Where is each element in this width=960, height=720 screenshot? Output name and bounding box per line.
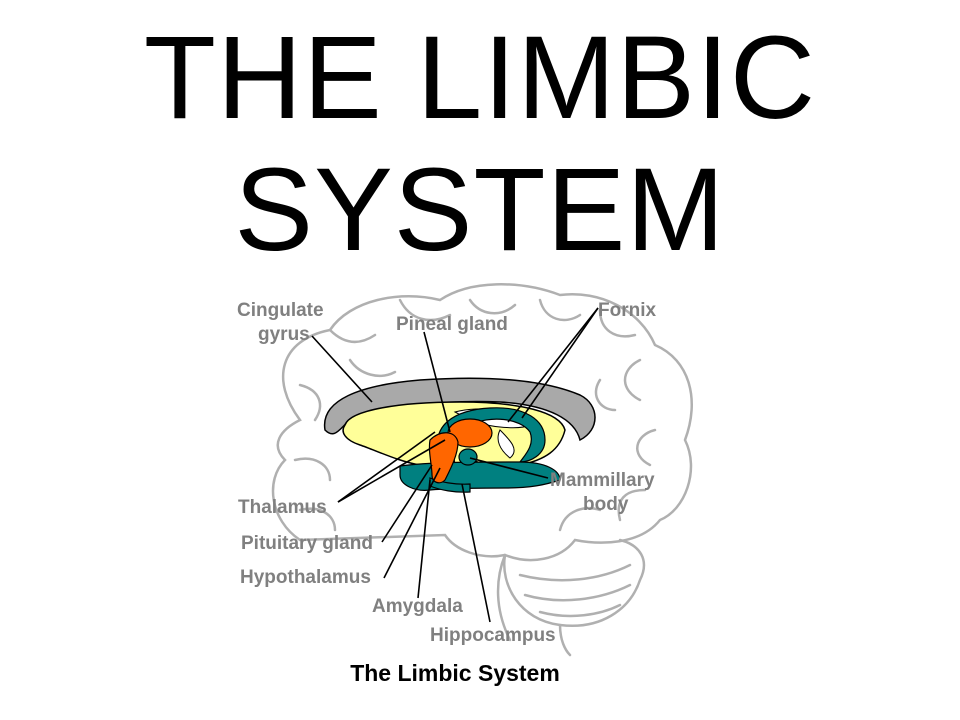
leader-hypothalamus [383,467,441,579]
leader-mammillary [469,457,549,479]
slide-title-line-1: THE LIMBIC [143,12,817,144]
label-cingulate-gyrus-2: gyrus [258,324,310,345]
diagram-caption: The Limbic System [350,660,560,686]
leader-amygdala [417,479,431,599]
label-fornix: Fornix [598,300,656,321]
leader-thalamus-2 [337,431,436,503]
label-thalamus: Thalamus [238,497,327,518]
label-mammillary-body-1: Mammillary [550,470,655,491]
label-hypothalamus: Hypothalamus [240,567,371,588]
leader-fornix [521,307,599,419]
leader-cingulate [311,335,373,403]
label-pineal-gland: Pineal gland [396,314,508,335]
leader-lines [311,307,599,623]
structure-labels: Cingulate gyrus Pineal gland Fornix Mamm… [237,300,656,646]
label-hippocampus: Hippocampus [430,625,556,646]
leader-pituitary [381,464,433,543]
leader-hippocampus [461,483,491,623]
leader-fornix-2 [507,307,599,423]
label-pituitary-gland: Pituitary gland [241,533,373,554]
leader-thalamus [337,439,446,503]
label-cingulate-gyrus-1: Cingulate [237,300,324,321]
leader-pineal [423,331,451,433]
slide-title: THE LIMBIC SYSTEM [0,12,960,276]
slide-title-line-2: SYSTEM [234,144,726,276]
label-mammillary-body-2: body [583,494,629,515]
brain-outline [271,283,693,657]
label-amygdala: Amygdala [372,596,463,617]
